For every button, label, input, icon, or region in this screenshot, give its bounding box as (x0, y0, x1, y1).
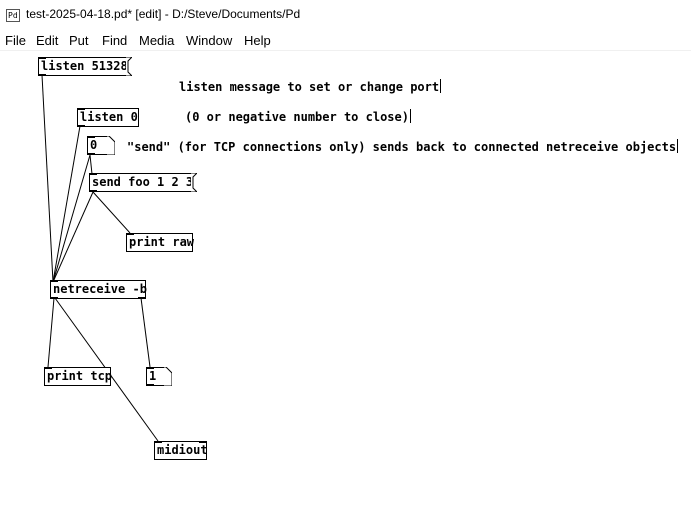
connection-netreceive-printtcp (47, 297, 55, 368)
connection-send-printraw (92, 191, 131, 234)
menu-media[interactable]: Media (139, 33, 175, 48)
object-listen-0-label: listen 0 (80, 110, 138, 124)
comment-send-note: "send" (for TCP connections only) sends … (127, 139, 679, 154)
inlet (90, 173, 97, 175)
pd-app-icon: Pd (6, 9, 20, 22)
object-midiout-label: midiout (157, 443, 208, 457)
menu-put[interactable]: Put (69, 33, 89, 48)
menu-find[interactable]: Find (102, 33, 128, 48)
message-listen-51328[interactable]: listen 51328 (38, 57, 132, 76)
number-box-0-value: 0 (90, 138, 98, 152)
comment-close: (0 or negative number to close) (185, 109, 411, 124)
menu-help[interactable]: Help (244, 33, 271, 48)
object-print-tcp[interactable]: print tcp (44, 367, 113, 386)
inlet (88, 136, 95, 138)
inlet (127, 233, 134, 235)
object-netreceive[interactable]: netreceive -b (50, 280, 147, 299)
number-box-corner-icon (164, 367, 172, 386)
connection-number0-netreceive (52, 154, 91, 283)
connection-send-netreceive (52, 191, 94, 283)
object-listen-0[interactable]: listen 0 (77, 108, 139, 127)
menu-file[interactable]: File (5, 33, 26, 48)
inlet (39, 57, 46, 59)
outlet (88, 153, 95, 155)
connection-listen0-netreceive (52, 125, 81, 283)
object-midiout[interactable]: midiout (154, 441, 208, 460)
menu-edit[interactable]: Edit (36, 33, 59, 48)
message-flag-icon (126, 57, 132, 76)
title-bar: Pd test-2025-04-18.pd* [edit] - D:/Steve… (0, 0, 691, 30)
number-box-1[interactable]: 1 (146, 367, 172, 386)
connection-netreceive-number1 (140, 297, 151, 368)
inlet (78, 108, 85, 110)
message-flag-icon (191, 173, 197, 192)
object-netreceive-label: netreceive -b (53, 282, 147, 296)
message-send-foo-label: send foo 1 2 3 (92, 175, 194, 189)
outlet (39, 74, 46, 76)
object-print-raw[interactable]: print raw (126, 233, 195, 252)
message-listen-51328-label: listen 51328 (41, 59, 128, 73)
connection-number0-send (89, 154, 93, 175)
inlet (51, 280, 58, 282)
comment-listen-port: listen message to set or change port (179, 79, 442, 94)
number-box-corner-icon (107, 136, 115, 155)
inlet (155, 441, 162, 443)
outlet (138, 297, 145, 299)
object-print-raw-label: print raw (129, 235, 195, 249)
number-box-0[interactable]: 0 (87, 136, 115, 155)
inlet (199, 441, 206, 443)
outlet (147, 384, 154, 386)
connection-listen51328-netreceive (41, 74, 54, 283)
object-print-tcp-label: print tcp (47, 369, 113, 383)
outlet (51, 297, 58, 299)
number-box-1-value: 1 (149, 369, 157, 383)
outlet (78, 125, 85, 127)
menu-window[interactable]: Window (186, 33, 233, 48)
message-send-foo[interactable]: send foo 1 2 3 (89, 173, 197, 192)
inlet (147, 367, 154, 369)
outlet (90, 190, 97, 192)
window-title: test-2025-04-18.pd* [edit] - D:/Steve/Do… (26, 7, 301, 21)
inlet (45, 367, 52, 369)
menu-bar: File Edit Put Find Media Window Help (0, 30, 691, 51)
